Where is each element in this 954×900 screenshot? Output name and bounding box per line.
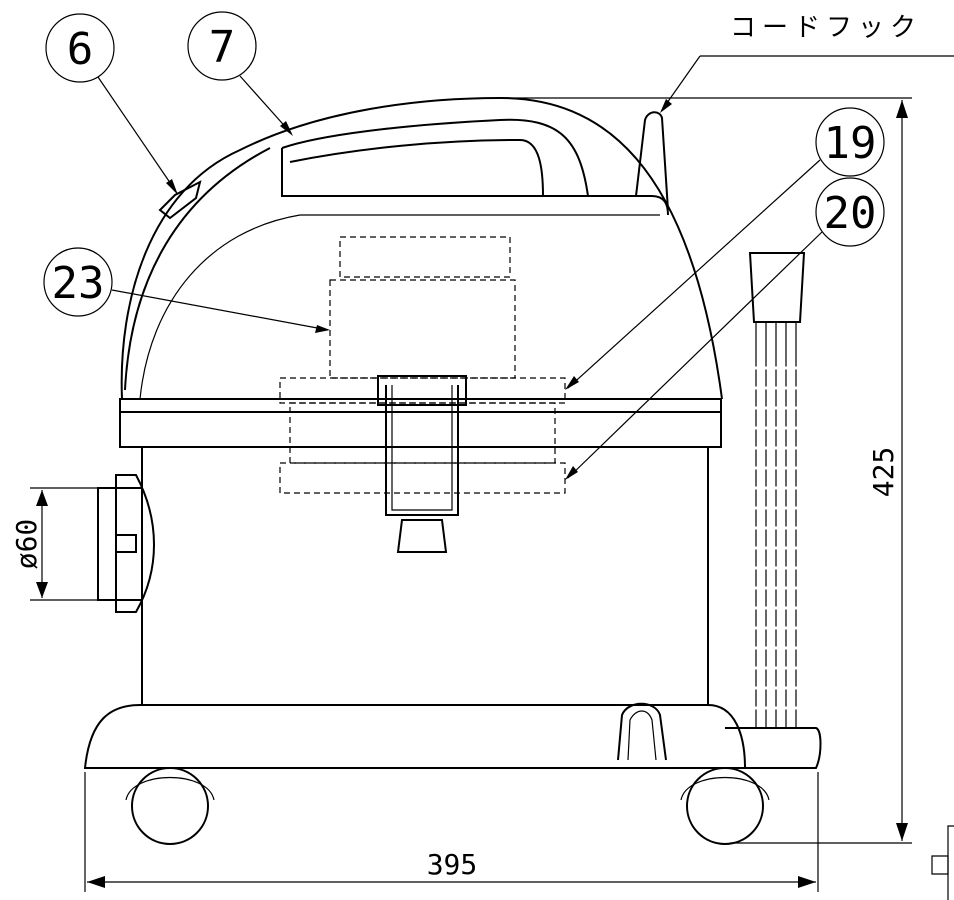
side-fragment — [931, 825, 954, 900]
left-wheel — [125, 767, 215, 845]
callout-6-label: 6 — [67, 24, 94, 75]
dimension-height: 425 — [500, 97, 912, 844]
callout-20-label: 20 — [824, 188, 877, 239]
hose — [748, 252, 806, 728]
hidden-filter-parts — [279, 236, 566, 494]
dimension-inlet: ø60 — [10, 487, 98, 601]
base — [83, 702, 822, 769]
callout-19: 19 — [565, 107, 885, 390]
callout-6: 6 — [45, 13, 178, 195]
inlet-diameter-label: ø60 — [10, 519, 43, 570]
callout-19-label: 19 — [824, 118, 877, 169]
callout-cord-hook: コードフック — [660, 13, 954, 113]
callout-20: 20 — [565, 177, 885, 480]
width-dimension-label: 395 — [427, 848, 478, 881]
callout-23-label: 23 — [52, 258, 105, 309]
dimension-width: 395 — [84, 772, 819, 892]
cord-hook-label: コードフック — [730, 13, 922, 43]
hose-inlet — [97, 474, 155, 613]
callout-7-label: 7 — [209, 22, 236, 73]
latch — [377, 375, 467, 553]
right-wheel — [680, 767, 770, 845]
height-dimension-label: 425 — [867, 447, 900, 498]
callout-23: 23 — [43, 247, 330, 333]
vacuum-body — [119, 96, 723, 706]
callout-7: 7 — [187, 11, 293, 136]
